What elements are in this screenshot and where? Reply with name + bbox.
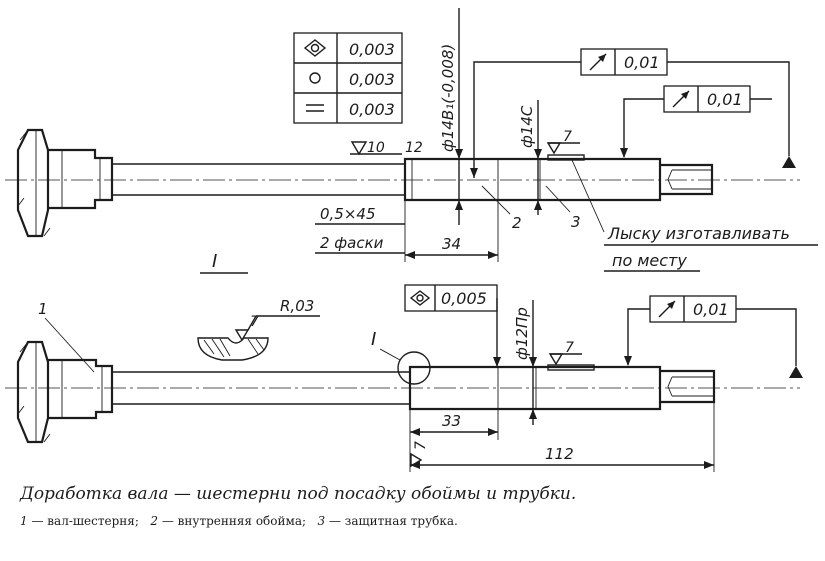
form-tolerance-icon bbox=[409, 290, 431, 306]
lower-spline-end bbox=[660, 369, 716, 404]
legend-text-2: — внутренняя обойма; bbox=[161, 514, 307, 528]
tolerance-value-3: 0,003 bbox=[349, 100, 395, 119]
svg-text:7: 7 bbox=[563, 129, 572, 145]
lower-shaft-body bbox=[112, 371, 410, 405]
upper-runout-frame-1: 0,01 bbox=[470, 48, 790, 178]
flat-note: Лыску изготавливать по месту bbox=[571, 159, 818, 272]
runout-arrow-icon bbox=[589, 53, 607, 71]
flat-note-line2: по месту bbox=[612, 251, 687, 270]
lower-runout-value: 0,01 bbox=[693, 300, 729, 319]
legend-text-3: — защитная трубка. bbox=[328, 514, 458, 528]
runout-arrow-icon bbox=[658, 300, 676, 318]
lower-tolerance-value: 0,005 bbox=[441, 289, 487, 308]
upper-diameter-14c: ф14С bbox=[518, 100, 542, 215]
runout-value-2: 0,01 bbox=[707, 90, 743, 109]
runout-value-1: 0,01 bbox=[624, 53, 660, 72]
lower-shaft-view: 1 I bbox=[5, 300, 803, 444]
figure-caption: Доработка вала — шестерни под посадку об… bbox=[20, 484, 577, 504]
detail-view: I 7 R,03 bbox=[197, 251, 320, 361]
legend-text-1: — вал-шестерня; bbox=[31, 514, 139, 528]
upper-gear-flange bbox=[16, 128, 50, 238]
detail-label: I bbox=[212, 251, 217, 272]
parallelism-icon bbox=[306, 104, 324, 112]
roughness-12-label: 12 bbox=[405, 140, 423, 156]
upper-shaft-view bbox=[5, 128, 800, 238]
upper-roughness-10: 10 12 bbox=[350, 140, 423, 156]
lower-runout-frame: 0,01 bbox=[624, 295, 797, 366]
legend-num-1: 1 bbox=[20, 514, 28, 528]
upper-shaft-body bbox=[112, 163, 405, 196]
diameter-12-label: ф12Пр bbox=[513, 307, 531, 360]
svg-text:3: 3 bbox=[571, 213, 581, 231]
lower-dimension-112: 112 bbox=[410, 402, 715, 472]
diameter-14c-label: ф14С bbox=[518, 105, 536, 148]
lower-roughness-7: 7 bbox=[548, 340, 582, 366]
svg-text:7: 7 bbox=[413, 441, 429, 450]
roundness-icon bbox=[309, 72, 321, 84]
chamfer-label: 0,5×45 bbox=[320, 205, 376, 223]
detail-reference: I bbox=[371, 329, 431, 385]
dim-112-label: 112 bbox=[545, 445, 574, 463]
svg-text:2: 2 bbox=[512, 214, 522, 232]
figure-legend: 1 — вал-шестерня; 2 — внутренняя обойма;… bbox=[20, 514, 458, 528]
svg-text:I: I bbox=[371, 329, 376, 350]
lower-tolerance-frame: 0,005 bbox=[404, 284, 501, 367]
upper-gear-hub bbox=[48, 148, 114, 210]
leader-2: 2 bbox=[481, 185, 522, 232]
upper-spline-end bbox=[660, 163, 714, 196]
tolerance-value-1: 0,003 bbox=[349, 40, 395, 59]
svg-text:7: 7 bbox=[565, 340, 574, 356]
lower-diameter-12: ф12Пр bbox=[513, 300, 537, 425]
form-tolerance-icon bbox=[303, 39, 327, 57]
dim-33-label: 33 bbox=[442, 412, 461, 430]
runout-arrow-icon bbox=[672, 90, 690, 108]
detail-section bbox=[197, 337, 269, 361]
upper-journal bbox=[403, 157, 662, 202]
dim-34-label: 34 bbox=[442, 235, 461, 253]
lower-gear-flange bbox=[16, 340, 50, 444]
leader-3: 3 bbox=[545, 185, 581, 231]
lower-journal bbox=[408, 365, 662, 411]
lower-dimension-33: 33 bbox=[409, 409, 499, 472]
legend-num-2: 2 bbox=[150, 514, 158, 528]
upper-runout-frame-2: 0,01 bbox=[620, 85, 772, 158]
diameter-148-label: ф14В₁(-0,008) bbox=[439, 44, 457, 152]
lower-flat bbox=[547, 364, 595, 371]
svg-text:10: 10 bbox=[367, 140, 385, 156]
chamfer-callout: 0,5×45 2 фаски bbox=[315, 205, 405, 254]
lower-datum-triangle bbox=[789, 366, 803, 378]
upper-datum-triangle bbox=[782, 156, 796, 168]
upper-tolerance-table: 0,003 0,003 0,003 bbox=[293, 32, 403, 124]
chamfer-note: 2 фаски bbox=[320, 234, 384, 252]
legend-num-3: 3 bbox=[317, 514, 326, 528]
upper-diameter-148: ф14В₁(-0,008) bbox=[439, 8, 463, 225]
tolerance-value-2: 0,003 bbox=[349, 70, 395, 89]
detail-radius-label: R,03 bbox=[280, 297, 314, 315]
lower-gear-hub bbox=[48, 358, 114, 420]
svg-text:1: 1 bbox=[38, 300, 48, 318]
upper-dimension-34: 34 bbox=[404, 200, 499, 262]
flat-note-line1: Лыску изготавливать bbox=[607, 224, 790, 243]
upper-flat bbox=[547, 154, 585, 161]
leader-1: 1 bbox=[38, 300, 95, 373]
svg-text:7: 7 bbox=[250, 314, 259, 330]
upper-roughness-7: 7 bbox=[546, 129, 580, 155]
